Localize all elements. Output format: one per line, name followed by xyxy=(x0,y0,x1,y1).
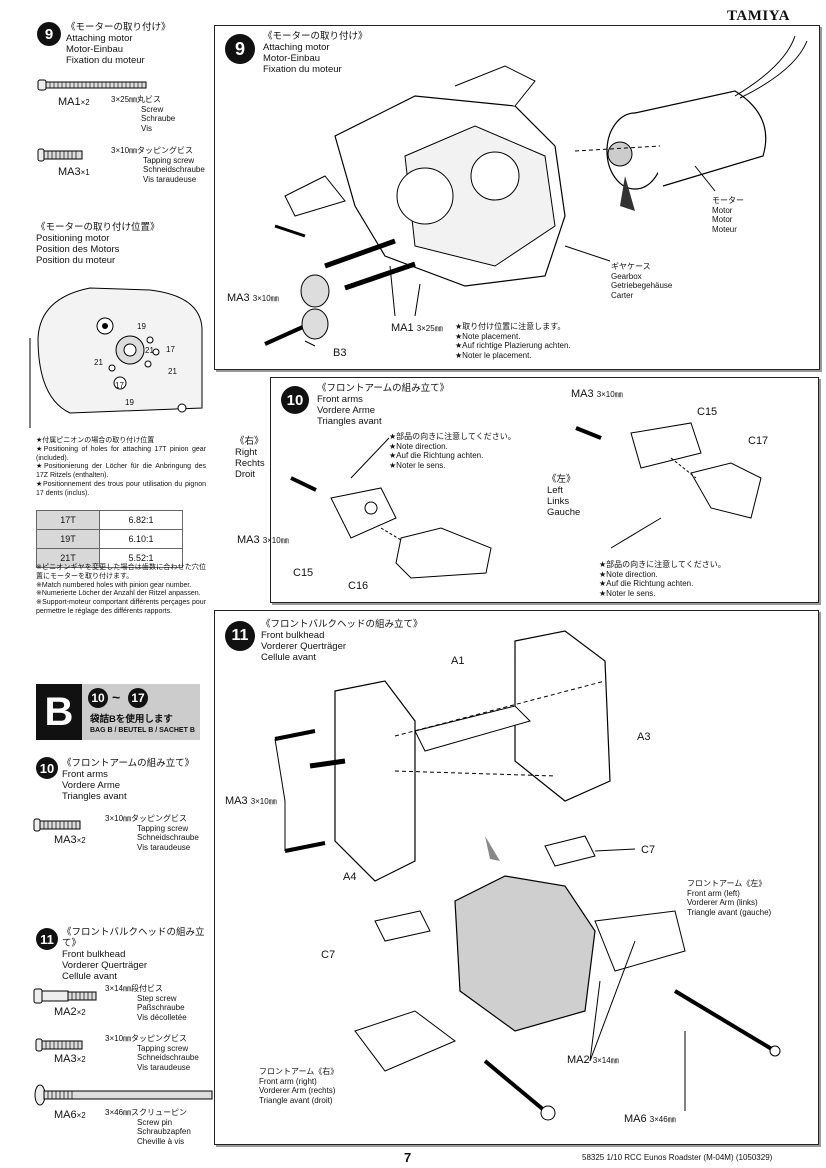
motor-label: モーター Motor Motor Moteur xyxy=(712,196,744,234)
step-11-badge: 11 xyxy=(36,928,58,950)
ma3-code: MA3×1 xyxy=(58,166,90,178)
ma2-callout: MA2 3×14㎜ xyxy=(567,1054,619,1066)
screw-ma3-icon xyxy=(37,148,83,162)
ma2-desc: 3×14㎜段付ビス Step screw Paßschraube Vis déc… xyxy=(105,984,187,1022)
step-10-heading: 《フロントアームの組み立て》 Front arms Vordere Arme T… xyxy=(317,383,450,427)
b3-label: B3 xyxy=(333,347,347,359)
motor-plate-diagram xyxy=(29,287,203,428)
panel-step-11: 11 《フロントバルクヘッドの組み立て》 Front bulkhead Vord… xyxy=(214,610,819,1145)
ma3-code: MA3×2 xyxy=(54,1053,86,1065)
placement-note: ★取り付け位置に注意します。 ★Note placement. ★Auf ric… xyxy=(455,322,571,360)
direction-note-top: ★部品の向きに注意してください。 ★Note direction. ★Auf d… xyxy=(389,432,516,470)
hole-label: 21 xyxy=(168,367,177,376)
ma1-callout: MA1 3×25㎜ xyxy=(391,322,443,334)
screw-ma3-icon xyxy=(33,818,81,832)
pinion-notes: ★付属ピニオンの場合の取り付け位置 ★Positioning of holes … xyxy=(36,437,206,497)
step-9-heading: 《モーターの取り付け》 Attaching motor Motor-Einbau… xyxy=(66,22,171,66)
ma6-desc: 3×46㎜スクリューピン Screw pin Schraubzapfen Che… xyxy=(105,1108,191,1146)
hole-label: 21 xyxy=(94,358,103,367)
step-10-badge: 10 xyxy=(36,757,58,779)
front-arm-right-label: フロントアーム《右》 Front arm (right) Vorderer Ar… xyxy=(259,1067,339,1105)
page-number: 7 xyxy=(404,1150,412,1165)
bag-en: BAG B / BEUTEL B / SACHET B xyxy=(90,727,195,734)
bag-letter: B xyxy=(36,684,82,740)
ma2-code: MA2×2 xyxy=(54,1006,86,1018)
gearbox-label: ギヤケース Gearbox Getriebegehäuse Carter xyxy=(611,262,673,300)
ma6-callout: MA6 3×46㎜ xyxy=(624,1113,676,1125)
hole-label: 17 xyxy=(166,345,175,354)
a4-label: A4 xyxy=(343,871,357,883)
ma3-code: MA3×2 xyxy=(54,834,86,846)
front-bulkhead-diagram xyxy=(274,630,781,1121)
direction-note-bottom: ★部品の向きに注意してください。 ★Note direction. ★Auf d… xyxy=(599,560,726,598)
panel-step-9: 9 《モーターの取り付け》 Attaching motor Motor-Einb… xyxy=(214,25,820,370)
step-11-heading: 《フロントバルクヘッドの組み立て》 Front bulkhead Vordere… xyxy=(62,927,205,982)
step-9-badge: 9 xyxy=(225,34,255,64)
bag-b-banner: B 10 ~ 17 袋詰Bを使用します BAG B / BEUTEL B / S… xyxy=(36,684,200,740)
screw-ma3-icon xyxy=(35,1038,83,1052)
screw-pin-ma6-icon xyxy=(34,1084,213,1106)
step-11-badge: 11 xyxy=(225,621,255,651)
hole-label: 17 xyxy=(115,381,124,390)
ma3-callout: MA3 3×10㎜ xyxy=(571,388,623,400)
a3-label: A3 xyxy=(637,731,651,743)
front-arm-left-label: フロントアーム《左》 Front arm (left) Vorderer Arm… xyxy=(687,879,772,917)
c17-label: C17 xyxy=(748,435,769,447)
ma6-code: MA6×2 xyxy=(54,1109,86,1121)
ma3-callout: MA3 3×10㎜ xyxy=(227,292,279,304)
panel-step-10: 10 《フロントアームの組み立て》 Front arms Vordere Arm… xyxy=(235,377,819,603)
ma3-callout: MA3 3×10㎜ xyxy=(225,795,277,807)
step-11-heading: 《フロントバルクヘッドの組み立て》 Front bulkhead Vordere… xyxy=(261,619,423,663)
step-9-badge: 9 xyxy=(37,22,61,46)
bag-jp: 袋詰Bを使用します xyxy=(90,714,173,725)
bag-step-to: 17 xyxy=(128,688,148,708)
ma3-desc: 3×10㎜タッピングビス Tapping screw Schneidschrau… xyxy=(105,1034,199,1072)
ma3-desc: 3×10㎜タッピングビス Tapping screw Schneidschrau… xyxy=(111,146,205,184)
a1-label: A1 xyxy=(451,655,465,667)
front-arms-diagram xyxy=(290,422,762,579)
product-code: 58325 1/10 RCC Eunos Roadster (M-04M) (1… xyxy=(582,1153,773,1162)
screw-ma1-icon xyxy=(37,79,147,91)
c15-label: C15 xyxy=(293,567,314,579)
ma3-callout: MA3 3×10㎜ xyxy=(237,534,289,546)
left-side-label: 《左》 Left Links Gauche xyxy=(547,474,581,518)
screw-ma2-icon xyxy=(33,988,97,1004)
brand-logo: TAMIYA xyxy=(726,8,790,24)
ma1-code: MA1×2 xyxy=(58,96,90,108)
step-10-heading: 《フロントアームの組み立て》 Front arms Vordere Arme T… xyxy=(62,758,195,802)
bag-step-from: 10 xyxy=(88,688,108,708)
step-9-heading: 《モーターの取り付け》 Attaching motor Motor-Einbau… xyxy=(263,31,368,75)
ma3-desc: 3×10㎜タッピングビス Tapping screw Schneidschrau… xyxy=(105,814,199,852)
step-10-badge: 10 xyxy=(281,386,309,414)
motor-position-heading: 《モーターの取り付け位置》 Positioning motor Position… xyxy=(36,222,160,266)
hole-label: 21 xyxy=(145,346,154,355)
c16-label: C16 xyxy=(348,580,369,592)
c7-label: C7 xyxy=(321,949,336,961)
hole-label: 19 xyxy=(137,322,146,331)
motor-gearbox-diagram xyxy=(264,35,808,347)
right-side-label: 《右》 Right Rechts Droit xyxy=(235,436,265,480)
gear-change-notes: ※ピニオンギヤを変更した場合は歯数に合わせた穴位置にモーターを取り付けます。 ※… xyxy=(36,564,206,615)
ma1-desc: 3×25㎜丸ビス Screw Schraube Vis xyxy=(111,95,176,133)
left-column: 9 《モーターの取り付け》 Attaching motor Motor-Einb… xyxy=(0,0,213,1168)
c7-label: C7 xyxy=(641,844,656,856)
c15-label: C15 xyxy=(697,406,718,418)
hole-label: 19 xyxy=(125,398,134,407)
